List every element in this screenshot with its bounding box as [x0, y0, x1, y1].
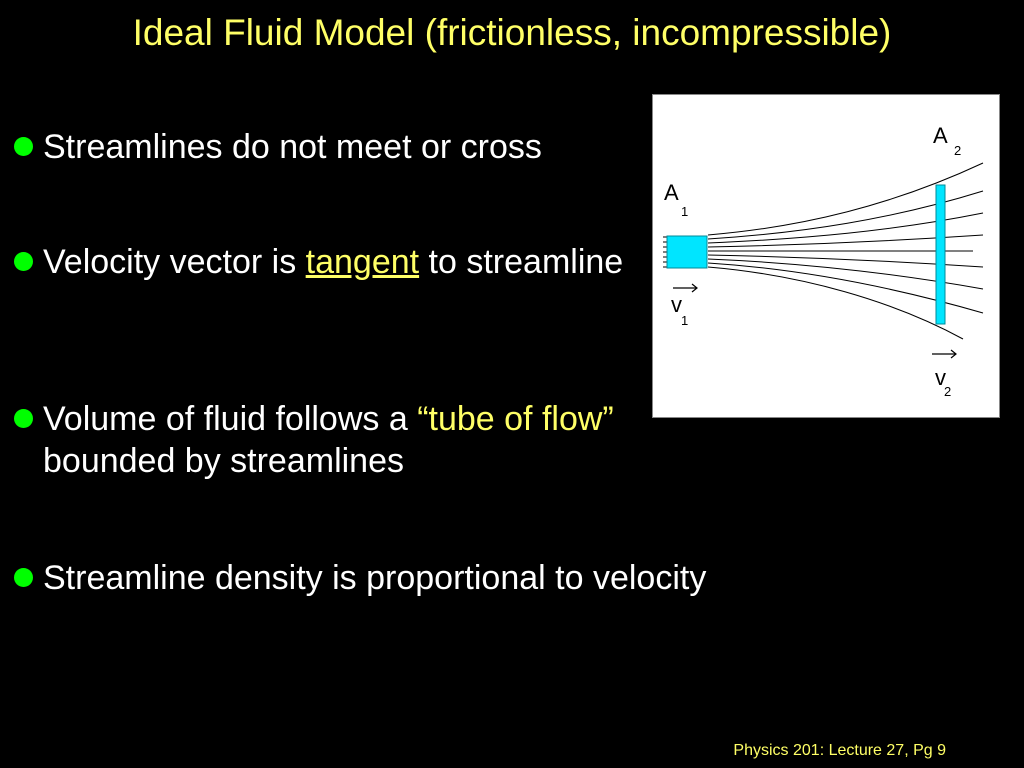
label-a2-sub: 2 — [954, 143, 961, 158]
bullet-text-post: to streamline — [419, 243, 624, 281]
area-a2 — [935, 184, 946, 325]
streamline-diagram: A 2 A 1 v 1 v 2 — [652, 94, 1000, 418]
streamline-diagram-svg: A 2 A 1 v 1 v 2 — [663, 123, 984, 399]
label-a2: A — [933, 123, 948, 148]
slide-title: Ideal Fluid Model (frictionless, incompr… — [132, 12, 892, 53]
label-v1: v — [671, 292, 682, 317]
streamline — [707, 266, 964, 340]
label-v2-sub: 2 — [944, 384, 951, 399]
highlight-tangent: tangent — [305, 243, 420, 281]
bullet-dot-icon — [14, 137, 33, 156]
bullet-dot-icon — [14, 409, 33, 428]
streamline — [707, 190, 984, 240]
bullet-text-pre: Velocity vector is — [43, 243, 306, 281]
label-v1-sub: 1 — [681, 313, 688, 328]
bullet-item: Velocity vector is tangent to streamline — [14, 241, 634, 283]
bullet-item: Streamline density is proportional to ve… — [14, 557, 714, 599]
area-a1 — [666, 235, 708, 269]
bullet-dot-icon — [14, 252, 33, 271]
streamline — [707, 212, 984, 244]
highlight-tube-of-flow: “tube of flow” — [417, 400, 614, 438]
bullet-text: Streamline density is proportional to ve… — [43, 559, 707, 597]
label-a1: A — [664, 180, 679, 205]
bullet-item: Streamlines do not meet or cross — [14, 126, 542, 168]
bullet-text: Streamlines do not meet or cross — [43, 128, 542, 166]
bullet-text-post: bounded by streamlines — [43, 442, 405, 480]
streamlines — [663, 162, 984, 340]
streamline — [707, 234, 984, 248]
bullet-text: Velocity vector is tangent to streamline — [43, 241, 634, 283]
streamline — [707, 254, 984, 268]
label-a1-sub: 1 — [681, 204, 688, 219]
bullet-text: Volume of fluid follows a “tube of flow”… — [43, 398, 654, 482]
v2-arrow-icon — [932, 349, 957, 359]
label-v2: v — [935, 365, 946, 390]
bullet-dot-icon — [14, 568, 33, 587]
v1-arrow-icon — [673, 283, 698, 293]
bullet-item: Volume of fluid follows a “tube of flow”… — [14, 398, 654, 482]
streamline — [707, 258, 984, 290]
streamline — [707, 162, 984, 236]
bullet-text-pre: Volume of fluid follows a — [43, 400, 418, 438]
slide-footer: Physics 201: Lecture 27, Pg 9 — [733, 742, 946, 759]
streamline — [707, 262, 984, 314]
